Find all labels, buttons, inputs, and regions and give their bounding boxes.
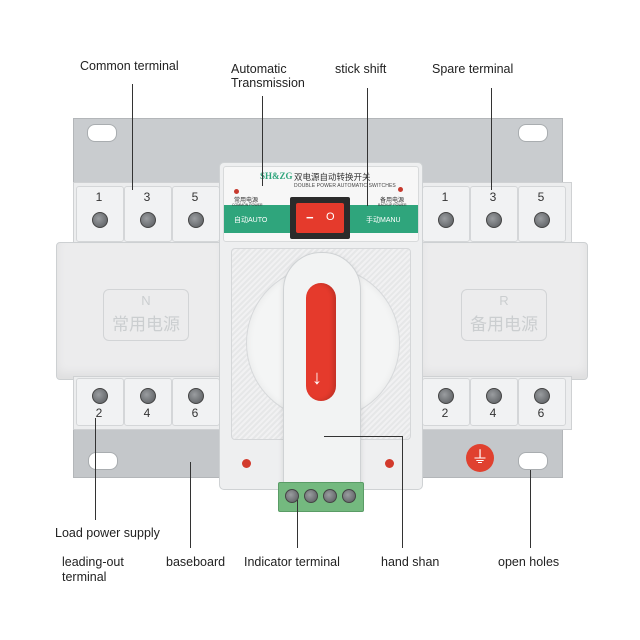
label-load-power-supply: Load power supply bbox=[55, 526, 160, 540]
terminal-screw-icon bbox=[140, 388, 156, 404]
indicator-screw-icon[interactable] bbox=[342, 489, 356, 503]
label-baseboard: baseboard bbox=[166, 555, 226, 569]
mounting-hole-bottom-left bbox=[88, 452, 118, 470]
rocker-on-mark: O bbox=[326, 211, 335, 223]
label-stick-shift: stick shift bbox=[335, 62, 387, 76]
ground-icon: ⏚ bbox=[466, 444, 494, 472]
mounting-hole-top-right bbox=[518, 124, 548, 142]
label-common-terminal: Common terminal bbox=[80, 59, 179, 73]
indicator-screw-icon[interactable] bbox=[323, 489, 337, 503]
terminal-number: 6 bbox=[191, 406, 199, 420]
leader-open-holes bbox=[530, 470, 531, 548]
terminal-number: 4 bbox=[143, 406, 151, 420]
label-automatic-transmission-1: Automatic bbox=[231, 62, 287, 76]
terminal-number: 1 bbox=[95, 190, 103, 204]
leader-load-power-supply bbox=[95, 418, 96, 520]
rocker-switch-face[interactable]: − O bbox=[296, 203, 344, 233]
terminal-number: 2 bbox=[95, 406, 103, 420]
label-leading-out-1: leading-out bbox=[62, 555, 124, 569]
terminal-screw-icon bbox=[140, 212, 156, 228]
terminal-screw-icon bbox=[188, 388, 204, 404]
manual-handle[interactable]: ↓ bbox=[283, 252, 361, 490]
common-power-led-icon bbox=[234, 189, 239, 194]
terminal-screw-icon bbox=[486, 388, 502, 404]
leader-hand-shan bbox=[402, 436, 403, 548]
terminal-screw-icon bbox=[438, 212, 454, 228]
terminal-number: 1 bbox=[441, 190, 449, 204]
backup-power-emboss: R 备用电源 bbox=[461, 289, 547, 341]
backup-power-cn: 备用电源 bbox=[380, 198, 405, 204]
rocker-off-mark: − bbox=[306, 210, 314, 225]
common-power-en: COMMON POWER bbox=[232, 203, 263, 207]
indicator-screw-icon[interactable] bbox=[304, 489, 318, 503]
rocker-switch[interactable]: − O bbox=[290, 197, 350, 239]
leader-spare-terminal bbox=[491, 88, 492, 190]
right-chinese: 备用电源 bbox=[470, 315, 538, 334]
common-power-emboss: N 常用电源 bbox=[103, 289, 189, 341]
leader-common-terminal bbox=[132, 84, 133, 190]
terminal-number: 3 bbox=[489, 190, 497, 204]
right-letter: R bbox=[499, 293, 509, 308]
terminal-cell bbox=[422, 186, 470, 242]
backup-power-led-icon bbox=[398, 187, 403, 192]
terminal-screw-icon bbox=[92, 212, 108, 228]
leader-automatic-transmission bbox=[262, 96, 263, 186]
terminal-screw-icon bbox=[438, 388, 454, 404]
ground-symbol: ⏚ bbox=[471, 448, 489, 467]
left-letter: N bbox=[141, 293, 151, 308]
terminal-cell bbox=[172, 378, 220, 426]
left-module-cover: N 常用电源 bbox=[56, 242, 224, 380]
left-indicator-led-icon bbox=[242, 459, 251, 468]
auto-label: 自动AUTO bbox=[234, 217, 268, 224]
handle-arrow-icon: ↓ bbox=[312, 367, 322, 389]
terminal-number: 4 bbox=[489, 406, 497, 420]
label-spare-terminal: Spare terminal bbox=[432, 62, 514, 76]
product-title-en: DOUBLE POWER AUTOMATIC SWITCHES bbox=[294, 183, 396, 189]
left-chinese: 常用电源 bbox=[112, 315, 180, 334]
right-indicator-led-icon bbox=[385, 459, 394, 468]
label-hand-shan: hand shan bbox=[381, 555, 440, 569]
indicator-screw-icon[interactable] bbox=[285, 489, 299, 503]
terminal-screw-icon bbox=[486, 212, 502, 228]
mounting-hole-top-left bbox=[87, 124, 117, 142]
terminal-screw-icon bbox=[92, 388, 108, 404]
backup-power-en: BACKUP POWER bbox=[378, 203, 407, 207]
mounting-hole-bottom-right bbox=[518, 452, 548, 470]
terminal-screw-icon bbox=[534, 388, 550, 404]
terminal-number: 2 bbox=[441, 406, 449, 420]
indicator-terminal-block bbox=[278, 482, 364, 512]
leader-hand-shan-h bbox=[324, 436, 403, 437]
label-automatic-transmission-2: Transmission bbox=[231, 76, 305, 90]
handle-grip[interactable]: ↓ bbox=[306, 283, 336, 401]
terminal-number: 5 bbox=[191, 190, 199, 204]
terminal-screw-icon bbox=[188, 212, 204, 228]
terminal-number: 6 bbox=[537, 406, 545, 420]
terminal-screw-icon bbox=[534, 212, 550, 228]
label-leading-out-2: terminal bbox=[62, 570, 107, 584]
terminal-number: 5 bbox=[537, 190, 545, 204]
leader-stick-shift bbox=[367, 88, 368, 206]
brand-logo: SH&ZG bbox=[260, 171, 293, 181]
label-open-holes: open holes bbox=[498, 555, 560, 569]
common-power-cn: 常用电源 bbox=[234, 198, 259, 204]
manu-label: 手动MANU bbox=[366, 217, 401, 224]
terminal-number: 3 bbox=[143, 190, 151, 204]
leader-baseboard bbox=[190, 462, 191, 548]
product-title-cn: 双电源自动转换开关 bbox=[294, 172, 371, 182]
leader-indicator-terminal bbox=[297, 500, 298, 548]
label-indicator-terminal: Indicator terminal bbox=[244, 555, 340, 569]
right-module-cover: R 备用电源 bbox=[420, 242, 588, 380]
